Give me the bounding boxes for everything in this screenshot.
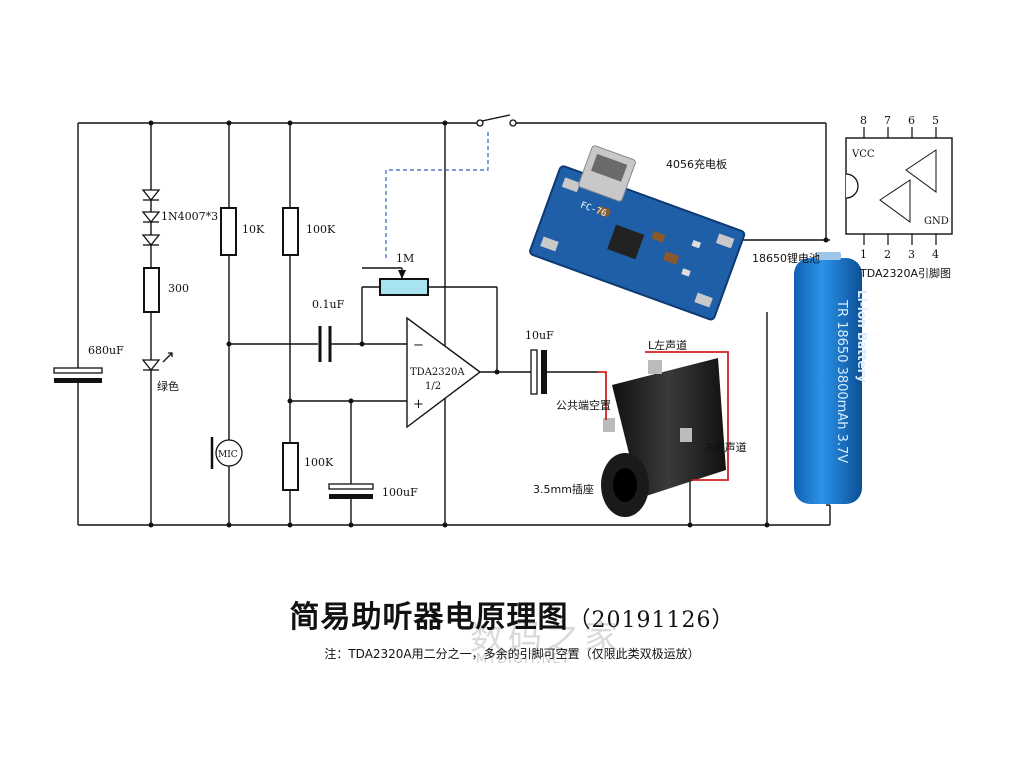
diodes-label: 1N4007*3 bbox=[161, 210, 218, 223]
battery-label: 18650锂电池 bbox=[752, 251, 820, 265]
opamp-plus: + bbox=[413, 397, 424, 412]
charger-board-4056: FC-76 bbox=[529, 145, 746, 321]
opamp-tda2320a bbox=[406, 316, 482, 429]
c01-label: 0.1uF bbox=[312, 298, 345, 311]
pot-wiper bbox=[398, 270, 406, 279]
led-label: 绿色 bbox=[157, 379, 179, 393]
junction-dots bbox=[148, 120, 829, 528]
chip-caption: TDA2320A引脚图 bbox=[859, 266, 951, 280]
common-label: 公共端空置 bbox=[556, 398, 611, 412]
jack-label: 3.5mm插座 bbox=[533, 482, 594, 496]
left-channel-label: L左声道 bbox=[648, 338, 687, 352]
pin-4: 4 bbox=[932, 248, 939, 261]
wires bbox=[77, 122, 831, 526]
footnote: 注：TDA2320A用二分之一，多余的引脚可空置（仅限此类双极运放） bbox=[324, 647, 700, 661]
microphone bbox=[210, 437, 243, 469]
pin-5: 5 bbox=[932, 114, 939, 127]
resistor-300 bbox=[143, 267, 160, 313]
pin-6: 6 bbox=[908, 114, 915, 127]
r10k-label: 10K bbox=[242, 223, 265, 236]
capacitor-100uf bbox=[328, 483, 374, 499]
capacitor-10uf bbox=[530, 349, 547, 395]
chip-pinout bbox=[845, 127, 953, 245]
capacitor-0-1uf bbox=[318, 326, 332, 362]
watermark-sub: MYDIGIT.NET bbox=[476, 652, 571, 667]
pot-label: 1M bbox=[396, 252, 414, 265]
title-main: 简易助听器电原理图 bbox=[289, 600, 569, 635]
pin-3: 3 bbox=[908, 248, 915, 261]
right-channel-label: R右声道 bbox=[706, 440, 747, 454]
pin-8: 8 bbox=[860, 114, 867, 127]
power-switch bbox=[476, 114, 517, 127]
pot-switch-link bbox=[385, 130, 489, 258]
r100k-bottom-label: 100K bbox=[304, 456, 334, 469]
mic-label: MIC bbox=[218, 450, 238, 460]
title-date: （20191126） bbox=[568, 608, 735, 633]
r300-label: 300 bbox=[168, 282, 189, 295]
resistor-100k-bottom bbox=[282, 442, 299, 491]
pin-2: 2 bbox=[884, 248, 891, 261]
led-green bbox=[141, 352, 173, 372]
c680-label: 680uF bbox=[88, 344, 124, 357]
resistor-10k bbox=[220, 207, 237, 256]
opamp-name: TDA2320A bbox=[410, 367, 465, 378]
pin-7: 7 bbox=[884, 114, 891, 127]
pin-1: 1 bbox=[860, 248, 867, 261]
diagram-title: 简易助听器电原理图（20191126） bbox=[0, 592, 1024, 636]
r100k-top-label: 100K bbox=[306, 223, 336, 236]
vcc-label: VCC bbox=[851, 149, 875, 160]
jack-red-wires bbox=[598, 351, 729, 481]
battery-text: TR 18650 3800mAh 3.7V bbox=[834, 299, 849, 463]
c10-label: 10uF bbox=[525, 329, 554, 342]
capacitor-680uf bbox=[53, 367, 103, 383]
c100-label: 100uF bbox=[382, 486, 418, 499]
watermark: 数码之家 bbox=[470, 618, 622, 658]
diodes-1n4007 bbox=[141, 189, 161, 247]
battery-brand: Li-ion Battery bbox=[855, 290, 869, 383]
opamp-minus: − bbox=[413, 338, 424, 353]
potentiometer-1m bbox=[379, 278, 429, 296]
audio-jack-3-5mm bbox=[601, 358, 726, 517]
battery-18650 bbox=[794, 252, 862, 504]
resistor-100k-top bbox=[282, 207, 299, 256]
opamp-half: 1/2 bbox=[425, 381, 441, 392]
charger-label: 4056充电板 bbox=[666, 157, 727, 171]
gnd-label: GND bbox=[924, 216, 949, 227]
